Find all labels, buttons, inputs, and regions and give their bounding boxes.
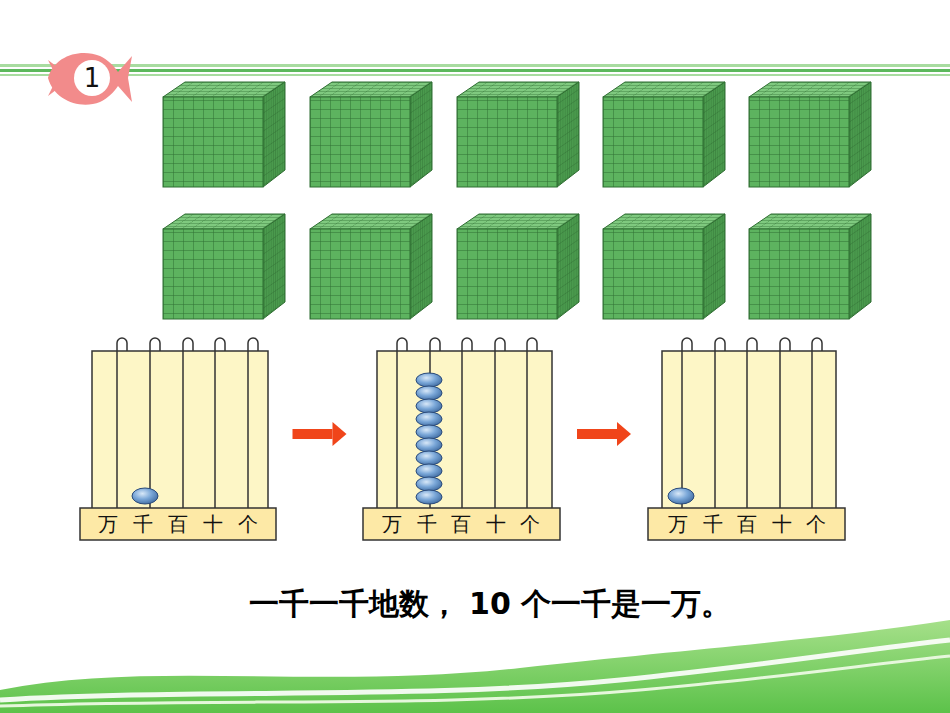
place-label: 个 <box>520 512 540 536</box>
abacus: 万千百十个 <box>648 338 845 540</box>
place-label: 百 <box>737 512 757 536</box>
abacus: 万千百十个 <box>363 338 560 540</box>
step-number: 1 <box>74 60 110 96</box>
place-label: 十 <box>203 512 223 536</box>
abacus: 万千百十个 <box>80 338 276 540</box>
block-arrow <box>293 422 347 446</box>
place-label: 十 <box>486 512 506 536</box>
place-label: 千 <box>417 512 437 536</box>
place-label: 个 <box>238 512 258 536</box>
place-label: 个 <box>806 512 826 536</box>
fish-badge: 1 <box>44 46 134 110</box>
place-label: 百 <box>451 512 471 536</box>
place-label: 十 <box>772 512 792 536</box>
place-label: 万 <box>668 512 688 536</box>
place-label: 万 <box>382 512 402 536</box>
place-label: 百 <box>168 512 188 536</box>
place-label: 万 <box>98 512 118 536</box>
block-arrow <box>577 422 631 446</box>
place-label: 千 <box>133 512 153 536</box>
caption: 一千一千地数， 10 个一千是一万。 <box>100 584 880 625</box>
place-label: 千 <box>703 512 723 536</box>
